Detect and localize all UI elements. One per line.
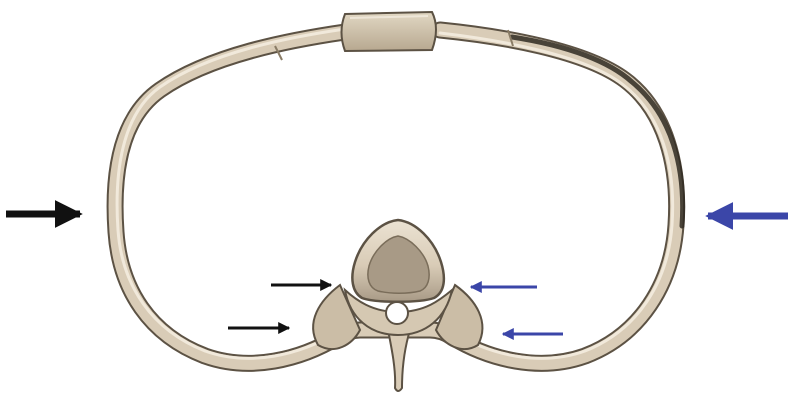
sternum bbox=[342, 12, 437, 51]
vertebra bbox=[313, 220, 482, 391]
